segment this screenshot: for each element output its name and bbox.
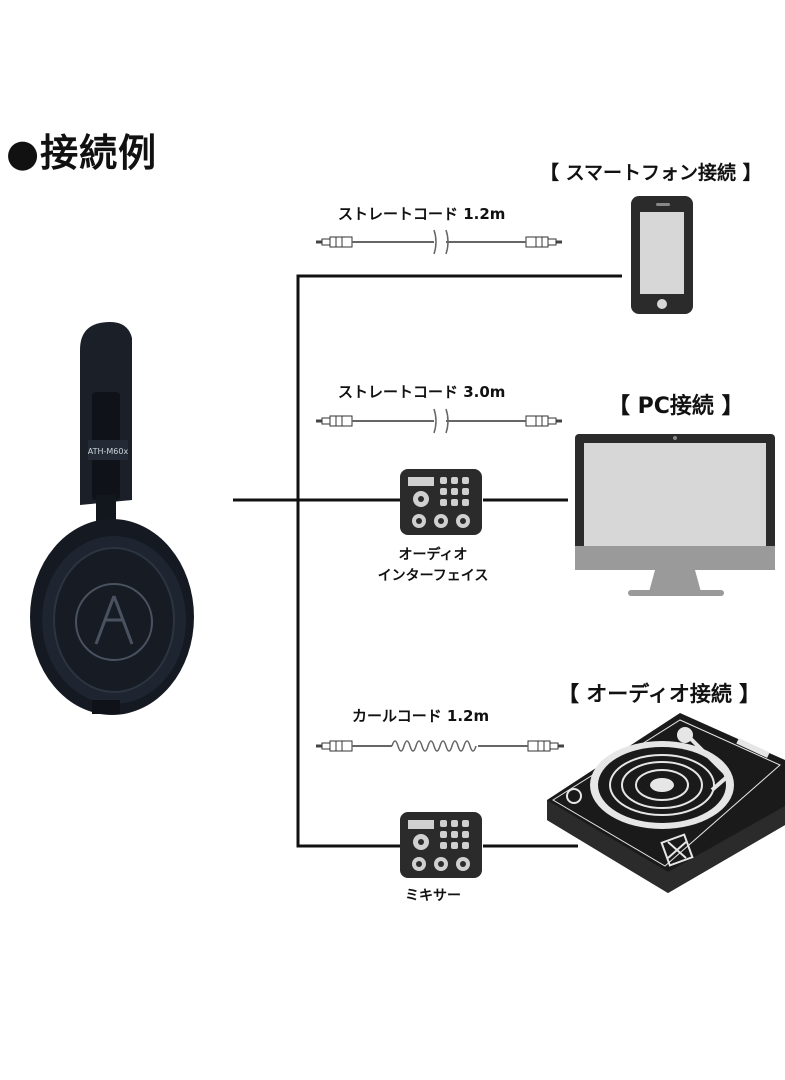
cable-straight-short-icon <box>315 229 563 255</box>
section-title-audio: 【 オーディオ接続 】 <box>558 682 761 706</box>
audio-interface-icon <box>400 469 482 535</box>
page-title: ●接続例 <box>6 131 158 175</box>
headphone-model-label: ATH-M60x <box>88 447 129 456</box>
pc-monitor-icon <box>575 434 775 596</box>
turntable-icon <box>547 713 785 893</box>
smartphone-icon <box>631 196 693 314</box>
device-label-audio-interface-line1: オーディオ <box>398 547 468 563</box>
section-title-smartphone: 【 スマートフォン接続 】 <box>540 162 762 184</box>
device-label-audio-interface: オーディオ インターフェイス <box>360 545 506 587</box>
connection-lines <box>233 274 622 848</box>
headphone-image: ATH-M60x <box>30 322 194 715</box>
cable-label-straight-short: ストレートコード 1.2m <box>338 205 506 223</box>
mixer-icon <box>400 812 482 878</box>
section-title-pc: 【 PC接続 】 <box>608 394 744 419</box>
brand-logo-icon <box>75 583 153 661</box>
cable-label-straight-long: ストレートコード 3.0m <box>338 383 506 401</box>
device-label-audio-interface-line2: インターフェイス <box>377 568 489 584</box>
cable-coiled-icon <box>315 740 565 752</box>
device-label-mixer: ミキサー <box>405 888 461 904</box>
cable-label-coiled: カールコード 1.2m <box>352 707 490 725</box>
cable-straight-long-icon <box>315 408 563 434</box>
